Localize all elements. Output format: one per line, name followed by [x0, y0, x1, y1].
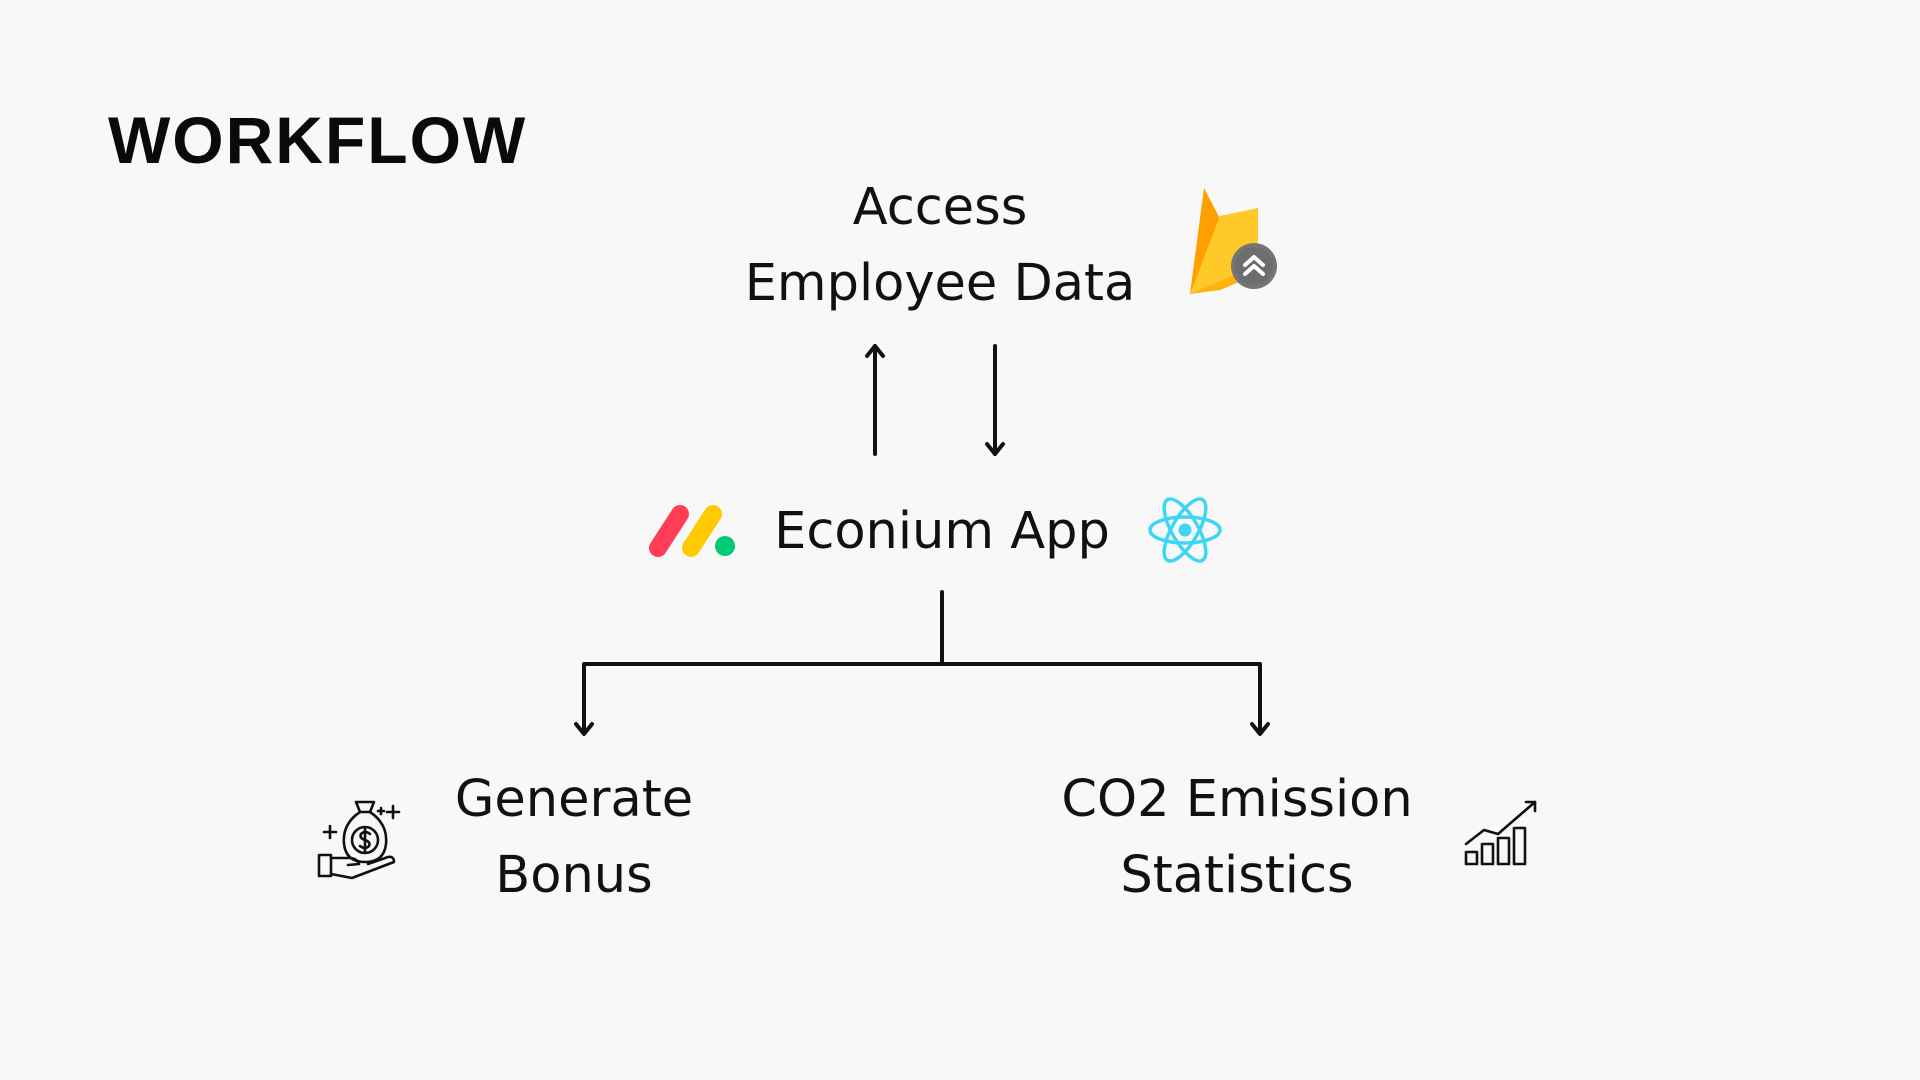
- access-label-line1: Access: [852, 178, 1028, 237]
- growth-chart-icon: [1464, 800, 1537, 866]
- react-icon: [1148, 497, 1222, 563]
- econium-app-node: Econium App: [756, 494, 1128, 570]
- monday-logo-icon: [649, 505, 735, 557]
- branch-line: [582, 662, 1262, 734]
- bonus-label-line1: Generate: [454, 770, 694, 829]
- firebase-icon: [1190, 188, 1277, 294]
- access-label-line2: Employee Data: [744, 254, 1136, 313]
- co2-label-line2: Statistics: [1120, 846, 1354, 905]
- money-bag-hand-icon: [317, 800, 401, 880]
- bonus-label-line2: Bonus: [495, 846, 653, 905]
- co2-emission-statistics-node: CO2 Emission Statistics: [1027, 762, 1447, 914]
- generate-bonus-node: Generate Bonus: [414, 762, 734, 914]
- econium-app-label: Econium App: [774, 502, 1110, 561]
- co2-label-line1: CO2 Emission: [1061, 770, 1413, 829]
- access-employee-data-node: Access Employee Data: [720, 170, 1160, 322]
- page-title: WORKFLOW: [108, 103, 528, 177]
